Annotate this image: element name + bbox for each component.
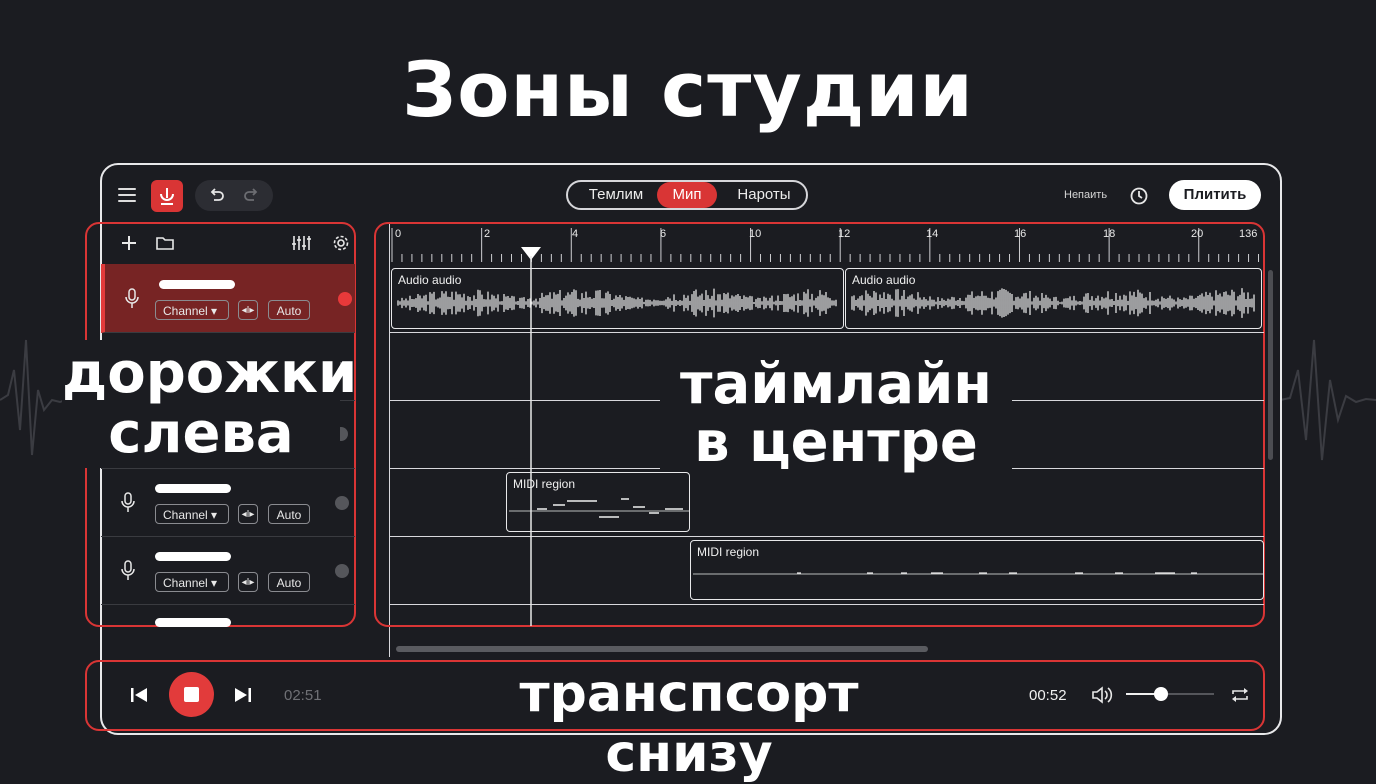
mic-icon — [125, 288, 139, 308]
ruler-label: 16 — [1014, 228, 1027, 240]
monitor-toggle[interactable]: ◂I▸ — [238, 572, 258, 592]
lane-divider — [390, 604, 1264, 605]
plus-icon[interactable] — [120, 234, 138, 252]
volume-slider[interactable] — [1126, 687, 1214, 701]
audio-region[interactable]: Audio audio — [845, 268, 1262, 329]
channel-select[interactable]: Channel ▾ — [155, 300, 229, 320]
ruler-label: 2 — [484, 228, 491, 240]
horizontal-scrollbar[interactable] — [396, 646, 928, 652]
channel-select[interactable]: Channel ▾ — [155, 572, 229, 592]
track-name[interactable] — [155, 484, 231, 493]
ruler-label: 12 — [838, 228, 851, 240]
skip-forward-icon[interactable] — [233, 685, 253, 705]
playhead[interactable] — [519, 246, 543, 628]
stop-button[interactable] — [169, 672, 214, 717]
midi-region[interactable]: MIDI region — [690, 540, 1264, 600]
monitor-toggle[interactable]: ◂I▸ — [238, 504, 258, 524]
ruler-label: 20 — [1191, 228, 1204, 240]
mic-icon — [121, 492, 135, 512]
timeline-ruler — [391, 228, 1260, 262]
ruler-label: 136 — [1239, 228, 1258, 240]
view-tabs: Темлим Мип Нароты — [566, 180, 808, 210]
tab-templates[interactable]: Темлим — [588, 186, 644, 203]
gear-icon[interactable] — [332, 234, 350, 252]
track-row[interactable]: Channel ▾ ◂I▸ Auto — [101, 536, 355, 605]
ruler-label: 14 — [926, 228, 939, 240]
history-icon[interactable] — [1128, 185, 1150, 207]
volume-fill — [1126, 693, 1162, 695]
midi-region[interactable]: MIDI region — [506, 472, 690, 532]
redo-icon[interactable] — [241, 186, 261, 206]
vertical-scrollbar[interactable] — [1268, 270, 1273, 460]
tab-mix[interactable]: Мип — [657, 182, 717, 208]
loop-icon[interactable] — [1229, 684, 1251, 706]
stop-icon — [184, 687, 199, 702]
transport-zone-highlight — [85, 660, 1265, 731]
ruler-label: 10 — [749, 228, 762, 240]
automation-select[interactable]: Auto — [268, 300, 310, 320]
midi-notes — [693, 572, 1263, 575]
page-title: Зоны студии — [402, 45, 974, 134]
channel-select[interactable]: Channel ▾ — [155, 504, 229, 524]
position-time: 00:52 — [1029, 687, 1067, 704]
logo-icon[interactable] — [151, 180, 183, 212]
publish-button[interactable]: Плитить — [1169, 180, 1261, 210]
menu-icon[interactable] — [118, 188, 136, 202]
tab-notes[interactable]: Нароты — [737, 186, 791, 203]
volume-icon[interactable] — [1090, 684, 1114, 706]
record-arm-icon[interactable] — [338, 292, 352, 306]
track-row[interactable]: Channel ▾ ◂I▸ Auto — [101, 468, 355, 537]
ruler-label: 18 — [1103, 228, 1116, 240]
record-arm-icon[interactable] — [335, 564, 349, 578]
lane-divider — [390, 332, 1264, 333]
track-name — [155, 618, 231, 627]
audio-region[interactable]: Audio audio — [391, 268, 844, 329]
annotation-tracks: дорожки слева — [62, 340, 358, 468]
track-name[interactable] — [155, 552, 231, 561]
undo-icon[interactable] — [207, 186, 227, 206]
track-row[interactable]: Channel ▾ ◂I▸ Auto — [101, 264, 355, 333]
header-link[interactable]: Непаить — [1064, 189, 1108, 201]
elapsed-time: 02:51 — [284, 687, 322, 704]
timeline-zone-highlight — [374, 222, 1265, 627]
ruler-label: 6 — [660, 228, 667, 240]
folder-icon[interactable] — [155, 234, 175, 252]
annotation-timeline: таймлайн в центре — [660, 356, 1012, 472]
ruler-label: 4 — [572, 228, 579, 240]
audio-waveform — [397, 288, 837, 318]
track-name[interactable] — [159, 280, 235, 289]
undo-redo-group — [195, 180, 273, 211]
midi-notes — [509, 498, 689, 518]
annotation-transport: транспсорт снизу — [519, 664, 859, 784]
monitor-toggle[interactable]: ◂I▸ — [238, 300, 258, 320]
skip-back-icon[interactable] — [129, 685, 149, 705]
automation-select[interactable]: Auto — [268, 504, 310, 524]
ruler-label: 0 — [395, 228, 402, 240]
mixer-icon[interactable] — [291, 234, 313, 252]
volume-knob[interactable] — [1154, 687, 1169, 701]
audio-waveform — [851, 288, 1255, 318]
automation-select[interactable]: Auto — [268, 572, 310, 592]
lane-divider — [390, 536, 1264, 537]
mic-icon — [121, 560, 135, 580]
record-arm-icon[interactable] — [335, 496, 349, 510]
timeline-left-border — [389, 222, 390, 657]
